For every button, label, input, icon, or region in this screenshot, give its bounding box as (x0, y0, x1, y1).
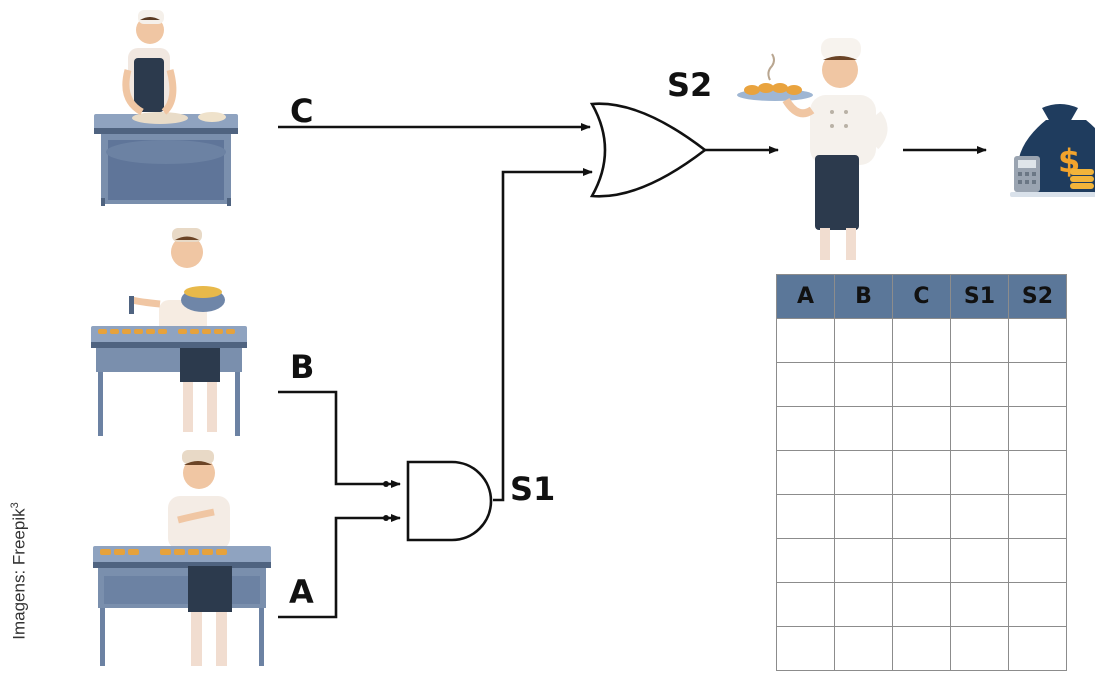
table-cell (1008, 494, 1067, 539)
table-cell (1008, 362, 1067, 407)
header-s2: S2 (1008, 274, 1067, 319)
table-cell (892, 626, 951, 671)
table-cell (950, 582, 1009, 627)
table-cell (834, 626, 893, 671)
circuit-wires (278, 123, 987, 619)
table-cell (892, 538, 951, 583)
label-output-s1: S1 (510, 470, 555, 508)
and-gate (406, 460, 493, 542)
table-cell (834, 582, 893, 627)
credit-text: Imagens: Freepik (9, 508, 29, 640)
truth-table: A B C S1 S2 (776, 274, 1067, 671)
table-cell (1008, 582, 1067, 627)
table-cell (1008, 406, 1067, 451)
table-cell (892, 494, 951, 539)
table-cell (834, 362, 893, 407)
table-cell (892, 450, 951, 495)
table-row (776, 626, 1067, 671)
table-row (776, 582, 1067, 627)
table-row (776, 494, 1067, 539)
table-cell (776, 318, 835, 363)
table-cell (776, 362, 835, 407)
table-row (776, 362, 1067, 407)
table-cell (1008, 318, 1067, 363)
table-row (776, 318, 1067, 363)
baker-kneading-dough-icon (94, 10, 238, 206)
table-cell (1008, 538, 1067, 583)
header-b: B (834, 274, 893, 319)
label-input-b: B (290, 348, 314, 386)
table-cell (834, 450, 893, 495)
table-row (776, 538, 1067, 583)
wire-s1 (493, 168, 593, 502)
header-s1: S1 (950, 274, 1009, 319)
table-cell (950, 538, 1009, 583)
table-cell (892, 318, 951, 363)
truth-table-body (776, 318, 1067, 671)
table-cell (776, 450, 835, 495)
or-gate (589, 102, 708, 198)
label-output-s2: S2 (667, 66, 712, 104)
truth-table-header-row: A B C S1 S2 (776, 274, 1067, 319)
table-row (776, 450, 1067, 495)
table-cell (776, 494, 835, 539)
chef-serving-tray-icon (737, 38, 888, 260)
header-c: C (892, 274, 951, 319)
table-cell (950, 318, 1009, 363)
baker-filling-pastries-icon (93, 450, 271, 666)
header-a: A (776, 274, 835, 319)
baker-mixing-bowl-icon (91, 228, 247, 436)
table-row (776, 406, 1067, 451)
table-cell (834, 318, 893, 363)
table-cell (950, 626, 1009, 671)
table-cell (776, 538, 835, 583)
table-cell (776, 626, 835, 671)
table-cell (892, 362, 951, 407)
table-cell (834, 538, 893, 583)
money-bag-calculator-icon: $ (1010, 104, 1095, 197)
wire-b-junction (383, 481, 389, 487)
table-cell (950, 494, 1009, 539)
table-cell (892, 406, 951, 451)
table-cell (950, 450, 1009, 495)
table-cell (950, 406, 1009, 451)
table-cell (1008, 450, 1067, 495)
wire-b (278, 390, 401, 488)
wire-a-junction (383, 515, 389, 521)
table-cell (834, 406, 893, 451)
credit-superscript: 3 (9, 502, 21, 509)
label-input-a: A (289, 573, 314, 611)
table-cell (1008, 626, 1067, 671)
table-cell (776, 406, 835, 451)
image-credit: Imagens: Freepik3 (9, 481, 31, 661)
table-cell (776, 582, 835, 627)
wire-a (278, 514, 401, 619)
table-cell (834, 494, 893, 539)
table-cell (950, 362, 1009, 407)
table-cell (892, 582, 951, 627)
label-input-c: C (290, 92, 313, 130)
